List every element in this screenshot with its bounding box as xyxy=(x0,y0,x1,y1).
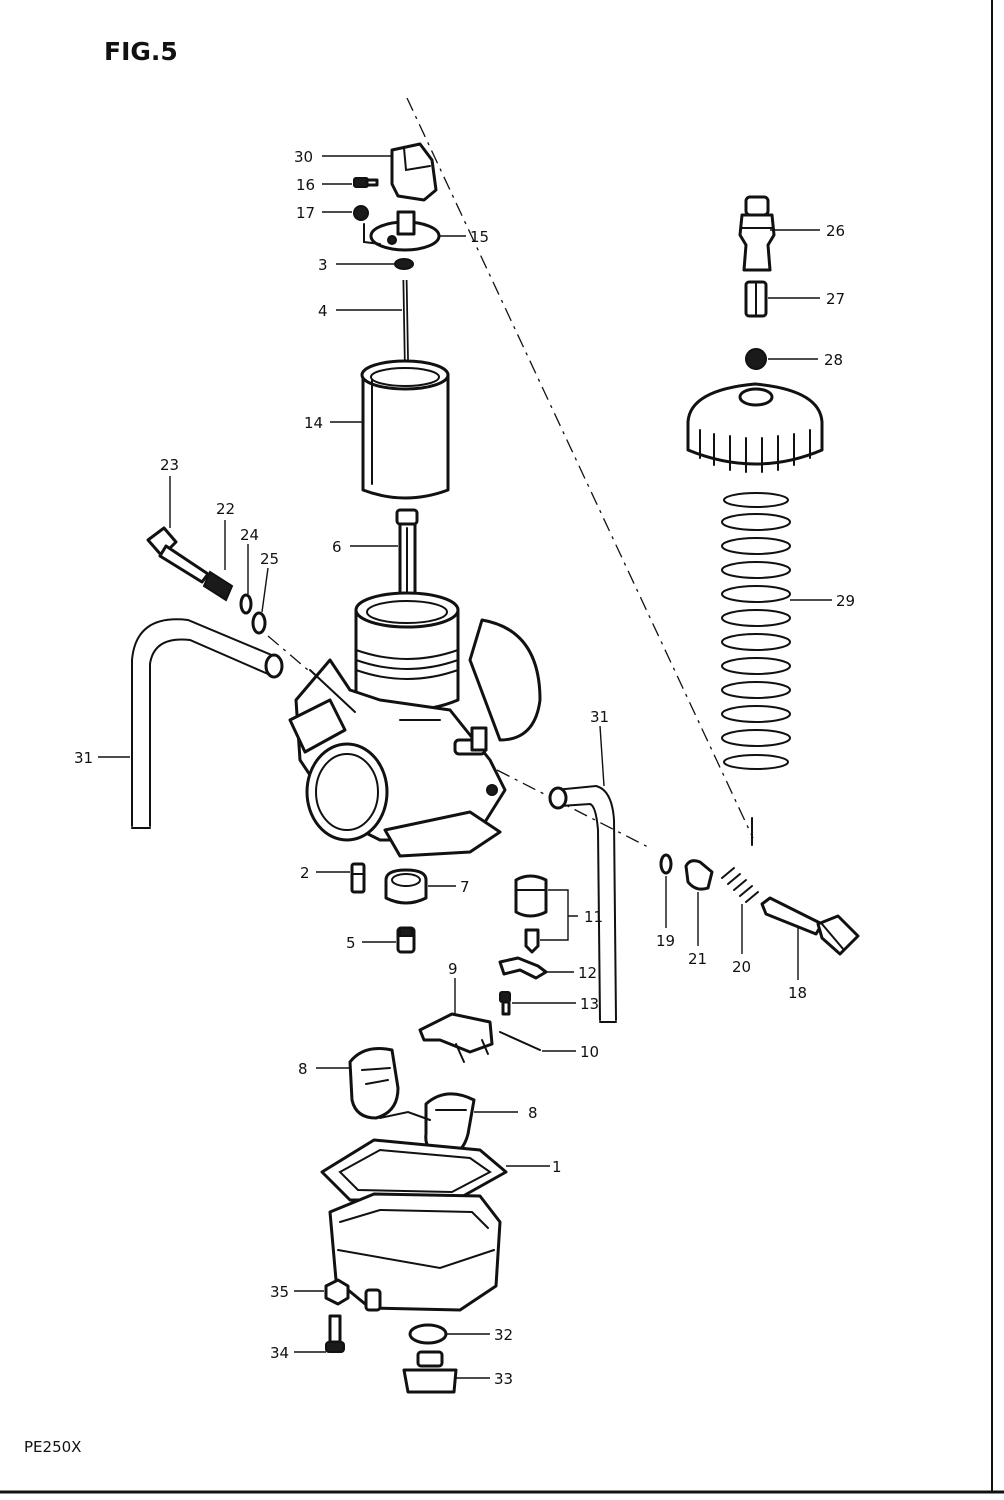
callout-8-right: 8 xyxy=(528,1104,538,1122)
callout-6: 6 xyxy=(332,538,342,556)
part-34-bolt xyxy=(325,1314,345,1353)
leader-31-right xyxy=(599,725,605,787)
part-20-spring xyxy=(721,867,759,903)
carburetor-body xyxy=(288,591,542,858)
part-10-float-pin xyxy=(499,1031,541,1051)
assembly-axis-line xyxy=(406,97,754,839)
part-29-spring xyxy=(721,492,791,770)
part-28-washer xyxy=(745,348,767,370)
part-25-o-ring xyxy=(251,611,267,635)
part-27-locknut xyxy=(744,280,768,318)
part-18-air-screw xyxy=(760,896,860,956)
callout-19: 19 xyxy=(656,932,675,950)
callout-20: 20 xyxy=(732,958,751,976)
leader-11 xyxy=(540,889,578,941)
callout-21: 21 xyxy=(688,950,707,968)
callout-28: 28 xyxy=(824,351,843,369)
part-21-washer xyxy=(684,859,714,891)
callout-18: 18 xyxy=(788,984,807,1002)
part-8-float-left xyxy=(348,1047,400,1120)
callout-26: 26 xyxy=(826,222,845,240)
callout-10: 10 xyxy=(580,1043,599,1061)
part-31-vent-hose-right xyxy=(548,784,617,1023)
callout-24: 24 xyxy=(240,526,259,544)
callout-33: 33 xyxy=(494,1370,513,1388)
callout-3: 3 xyxy=(318,256,328,274)
leader-25 xyxy=(261,567,269,613)
callout-27: 27 xyxy=(826,290,845,308)
callout-8-left: 8 xyxy=(298,1060,308,1078)
part-24-washer xyxy=(239,593,253,615)
callout-7: 7 xyxy=(460,878,470,896)
callout-2: 2 xyxy=(300,864,310,882)
part-31-vent-hose-left xyxy=(131,618,284,829)
callout-31-left: 31 xyxy=(74,749,93,767)
part-30-cap xyxy=(390,142,438,202)
callout-30: 30 xyxy=(294,148,313,166)
part-13-screw xyxy=(499,991,511,1016)
float-bridge xyxy=(379,1110,431,1121)
part-35-nut xyxy=(324,1278,350,1306)
part-32-gasket-washer xyxy=(408,1323,448,1345)
callout-23: 23 xyxy=(160,456,179,474)
pilot-axis-line xyxy=(267,635,309,671)
part-16-screw xyxy=(353,177,379,188)
callout-31-right: 31 xyxy=(590,708,609,726)
part-26-cable-adjuster xyxy=(738,195,776,272)
part-22-spring xyxy=(202,570,234,602)
part-19-o-ring xyxy=(659,853,673,875)
float-bowl xyxy=(328,1192,502,1312)
part-7-holder xyxy=(384,868,428,905)
part-1-float-bowl-gasket xyxy=(320,1138,508,1202)
part-17-washer xyxy=(353,205,369,221)
callout-17: 17 xyxy=(296,204,315,222)
part-9-float-lever xyxy=(418,1012,494,1063)
callout-4: 4 xyxy=(318,302,328,320)
callout-29: 29 xyxy=(836,592,855,610)
callout-1: 1 xyxy=(552,1158,562,1176)
part-top-cap xyxy=(686,382,824,473)
callout-16: 16 xyxy=(296,176,315,194)
part-12-float-arm xyxy=(498,956,548,980)
part-3-clip xyxy=(394,258,414,270)
callout-32: 32 xyxy=(494,1326,513,1344)
callout-5: 5 xyxy=(346,934,356,952)
callout-25: 25 xyxy=(260,550,279,568)
part-23-pilot-screw xyxy=(146,526,210,584)
part-15-lead xyxy=(363,223,381,245)
figure-title: FIG.5 xyxy=(104,37,178,66)
callout-9: 9 xyxy=(448,960,458,978)
part-2-jet xyxy=(350,862,366,894)
callout-12: 12 xyxy=(578,964,597,982)
part-14-throttle-valve xyxy=(360,359,450,500)
callout-13: 13 xyxy=(580,995,599,1013)
callout-11: 11 xyxy=(584,908,603,926)
part-15-plate xyxy=(369,210,441,252)
part-33-drain-plug xyxy=(402,1350,458,1394)
callout-14: 14 xyxy=(304,414,323,432)
callout-34: 34 xyxy=(270,1344,289,1362)
assembly-axis-line-lower xyxy=(496,769,651,849)
callout-22: 22 xyxy=(216,500,235,518)
part-5-pilot-jet xyxy=(396,926,416,954)
callout-35: 35 xyxy=(270,1283,289,1301)
model-code: PE250X xyxy=(24,1438,81,1456)
part-11-float-valve xyxy=(514,874,548,954)
callout-15: 15 xyxy=(470,228,489,246)
